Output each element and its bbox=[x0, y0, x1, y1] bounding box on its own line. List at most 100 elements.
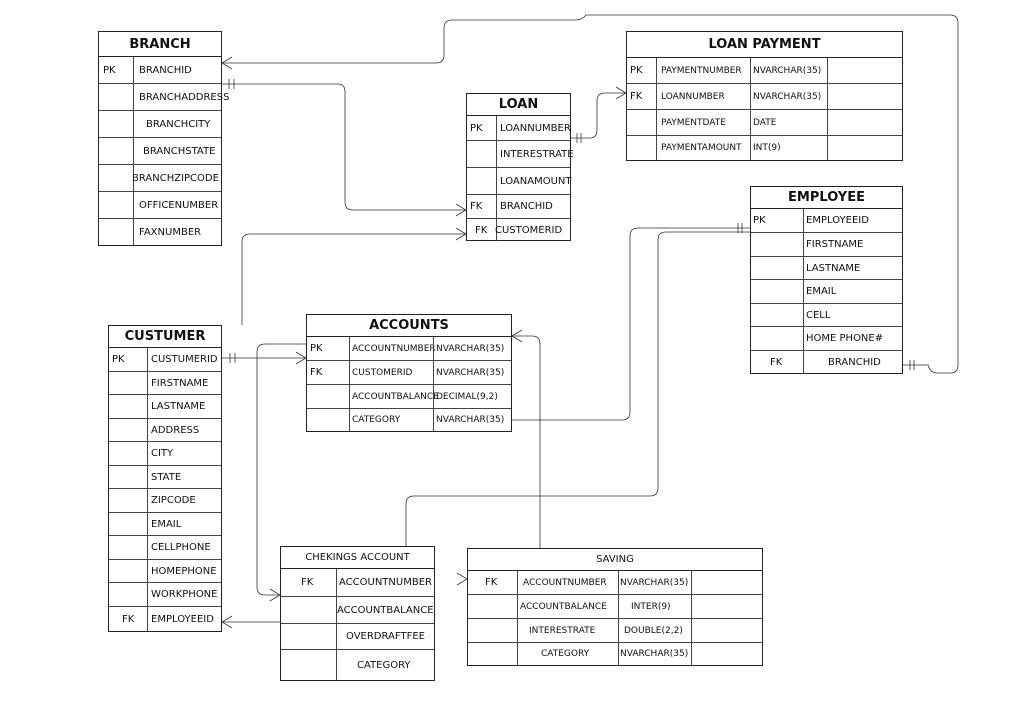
attribute-type: NVARCHAR(35) bbox=[436, 415, 505, 425]
entity-custumer[interactable]: CUSTUMER PK CUSTUMERID FIRSTNAME LASTNAM… bbox=[108, 325, 222, 632]
branch-loan-relationship bbox=[222, 83, 466, 211]
attribute-name: INTERESTRATE bbox=[529, 625, 596, 636]
loan-payment-relationship bbox=[571, 92, 626, 139]
entity-body: PK BRANCHID BRANCHADDRESS BRANCHCITY BRA… bbox=[99, 57, 229, 245]
attribute-row[interactable]: HOMEPHONE bbox=[109, 560, 221, 583]
column-divider bbox=[803, 280, 804, 303]
key-cell: FK bbox=[770, 356, 783, 368]
attribute-name: ACCOUNTBALANCE bbox=[337, 604, 434, 616]
attribute-row[interactable]: PK ACCOUNTNUMBER NVARCHAR(35) bbox=[307, 337, 511, 361]
attribute-row[interactable]: LOANAMOUNT bbox=[467, 168, 571, 195]
attribute-row[interactable]: LASTNAME bbox=[109, 395, 221, 419]
attribute-row[interactable]: ACCOUNTBALANCE INTER(9) bbox=[468, 595, 762, 619]
entity-title: LOAN PAYMENT bbox=[627, 32, 902, 58]
attribute-row[interactable]: CITY bbox=[109, 442, 221, 466]
custumer-loan-relationship bbox=[241, 233, 466, 325]
attribute-row[interactable]: PK BRANCHID bbox=[99, 57, 221, 84]
attribute-row[interactable]: FK EMPLOYEEID bbox=[109, 607, 221, 631]
entity-body: PK CUSTUMERID FIRSTNAME LASTNAME ADDRESS… bbox=[109, 348, 221, 631]
entity-checkings-account[interactable]: CHEKINGS ACCOUNT FK ACCOUNTNUMBER ACCOUN… bbox=[280, 546, 435, 681]
attribute-row[interactable]: CATEGORY NVARCHAR(35) bbox=[307, 409, 511, 431]
attribute-row[interactable]: OFFICENUMBER bbox=[99, 192, 221, 219]
column-divider bbox=[336, 650, 337, 680]
entity-saving[interactable]: SAVING FK ACCOUNTNUMBER NVARCHAR(35) ACC… bbox=[467, 548, 763, 666]
attribute-name: CITY bbox=[151, 448, 174, 459]
attribute-row[interactable]: BRANCHCITY bbox=[99, 111, 221, 138]
attribute-type: DECIMAL(9,2) bbox=[436, 391, 498, 402]
attribute-row[interactable]: CATEGORY NVARCHAR(35) bbox=[468, 643, 762, 665]
column-divider bbox=[803, 304, 804, 326]
key-cell: FK bbox=[301, 577, 314, 588]
column-divider bbox=[349, 361, 350, 384]
attribute-name: BRANCHID bbox=[500, 201, 553, 212]
attribute-row[interactable]: ACCOUNTBALANCE bbox=[281, 597, 434, 624]
attribute-row[interactable]: INTERESTRATE DOUBLE(2,2) bbox=[468, 619, 762, 643]
attribute-row[interactable]: BRANCHSTATE bbox=[99, 138, 221, 165]
attribute-row[interactable]: INTERESTRATE bbox=[467, 141, 574, 168]
attribute-name: PAYMENTDATE bbox=[661, 117, 726, 128]
attribute-row[interactable]: EMAIL bbox=[751, 280, 902, 304]
attribute-row[interactable]: FK CUSTOMERID NVARCHAR(35) bbox=[307, 361, 511, 385]
entity-employee[interactable]: EMPLOYEE PK EMPLOYEEID FIRSTNAME LASTNAM… bbox=[750, 186, 903, 374]
entity-loan[interactable]: LOAN PK LOANNUMBER INTERESTRATE LOANAMOU… bbox=[466, 93, 574, 241]
attribute-row[interactable]: FK BRANCHID bbox=[751, 351, 902, 373]
attribute-name: FIRSTNAME bbox=[151, 377, 209, 389]
attribute-row[interactable]: PAYMENTDATE DATE bbox=[627, 110, 902, 136]
attribute-name: LASTNAME bbox=[806, 262, 861, 274]
attribute-row[interactable]: BRANCHADDRESS bbox=[99, 84, 229, 111]
attribute-name: PAYMENTNUMBER bbox=[661, 65, 742, 76]
attribute-row[interactable]: CATEGORY bbox=[281, 650, 434, 680]
entity-branch[interactable]: BRANCH PK BRANCHID BRANCHADDRESS BRANCHC… bbox=[98, 31, 229, 246]
column-divider bbox=[750, 58, 751, 83]
attribute-row[interactable]: HOME PHONE# bbox=[751, 327, 902, 351]
attribute-row[interactable]: PK EMPLOYEEID bbox=[751, 209, 902, 233]
attribute-row[interactable]: FK ACCOUNTNUMBER NVARCHAR(35) bbox=[468, 571, 762, 595]
column-divider bbox=[803, 233, 804, 256]
attribute-name: FIRSTNAME bbox=[806, 239, 864, 250]
column-divider bbox=[433, 361, 434, 384]
entity-loan-payment[interactable]: LOAN PAYMENT PK PAYMENTNUMBER NVARCHAR(3… bbox=[626, 31, 903, 161]
attribute-name: OFFICENUMBER bbox=[139, 199, 219, 211]
column-divider bbox=[517, 595, 518, 618]
attribute-row[interactable]: FAXNUMBER bbox=[99, 219, 221, 245]
attribute-row[interactable]: CELL bbox=[751, 304, 902, 327]
attribute-row[interactable]: WORKPHONE bbox=[109, 583, 221, 607]
attribute-row[interactable]: FK LOANNUMBER NVARCHAR(35) bbox=[627, 84, 902, 110]
column-divider bbox=[147, 395, 148, 418]
attribute-row[interactable]: LASTNAME bbox=[751, 257, 902, 280]
attribute-row[interactable]: CELLPHONE bbox=[109, 536, 221, 560]
attribute-row[interactable]: FIRSTNAME bbox=[751, 233, 902, 257]
attribute-row[interactable]: ADDRESS bbox=[109, 419, 221, 442]
column-divider bbox=[349, 337, 350, 360]
attribute-name: PAYMENTAMOUNT bbox=[661, 143, 742, 153]
attribute-row[interactable]: FK BRANCHID bbox=[467, 195, 570, 219]
attribute-row[interactable]: FIRSTNAME bbox=[109, 372, 221, 395]
attribute-row[interactable]: ACCOUNTBALANCE DECIMAL(9,2) bbox=[307, 385, 511, 409]
attribute-row[interactable]: STATE bbox=[109, 466, 221, 489]
column-divider bbox=[656, 110, 657, 135]
column-divider bbox=[496, 219, 497, 241]
key-cell: PK bbox=[470, 122, 483, 134]
attribute-row[interactable]: PK LOANNUMBER bbox=[467, 116, 571, 141]
attribute-row[interactable]: ZIPCODE bbox=[109, 489, 221, 513]
attribute-row[interactable]: OVERDRAFTFEE bbox=[281, 624, 434, 650]
column-divider bbox=[133, 57, 134, 83]
attribute-row[interactable]: PAYMENTAMOUNT INT(9) bbox=[627, 136, 902, 160]
attribute-row[interactable]: FK ACCOUNTNUMBER bbox=[281, 569, 434, 597]
entity-body: PK LOANNUMBER INTERESTRATE LOANAMOUNT FK… bbox=[467, 116, 574, 241]
employee-custumer-relationship bbox=[512, 227, 750, 421]
attribute-row[interactable]: PK CUSTUMERID bbox=[109, 348, 221, 372]
key-cell: PK bbox=[630, 65, 643, 76]
column-divider bbox=[496, 141, 497, 167]
entity-accounts[interactable]: ACCOUNTS PK ACCOUNTNUMBER NVARCHAR(35) F… bbox=[306, 314, 512, 432]
branch-employee-many-mark bbox=[221, 56, 233, 70]
key-cell: FK bbox=[630, 91, 643, 102]
attribute-row[interactable]: BRANCHZIPCODE bbox=[99, 165, 221, 192]
column-divider bbox=[517, 571, 518, 594]
attribute-row[interactable]: PK PAYMENTNUMBER NVARCHAR(35) bbox=[627, 58, 902, 84]
column-divider bbox=[349, 409, 350, 431]
attribute-name: ZIPCODE bbox=[151, 495, 196, 506]
attribute-row[interactable]: EMAIL bbox=[109, 513, 221, 536]
attribute-row[interactable]: FK CUSTOMERID bbox=[467, 219, 570, 241]
attribute-name: BRANCHCITY bbox=[146, 118, 211, 130]
